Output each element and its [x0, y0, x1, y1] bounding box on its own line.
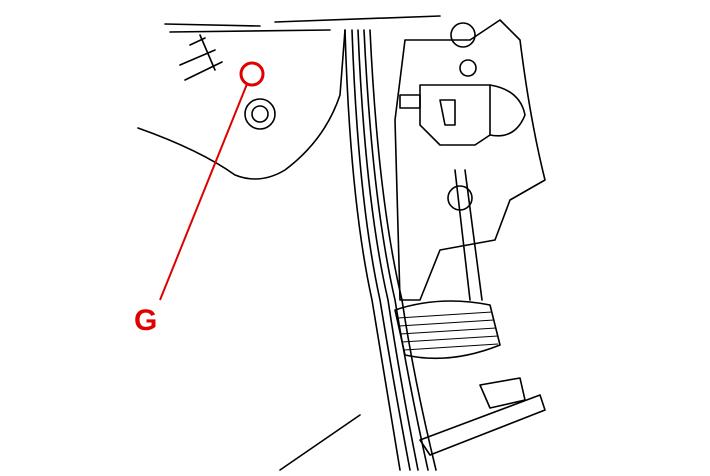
callout-label: G — [134, 304, 158, 337]
callout-circle — [239, 61, 265, 87]
pedal-bracket — [394, 19, 546, 301]
dash-edge — [164, 15, 441, 33]
bracket-plate — [137, 29, 346, 180]
wire-harness — [344, 29, 437, 471]
pedal-arm — [454, 169, 483, 301]
bolt — [244, 98, 276, 130]
floor-bracket — [419, 377, 546, 456]
pedal-pad — [394, 300, 501, 360]
callout-leader-line — [159, 83, 248, 301]
